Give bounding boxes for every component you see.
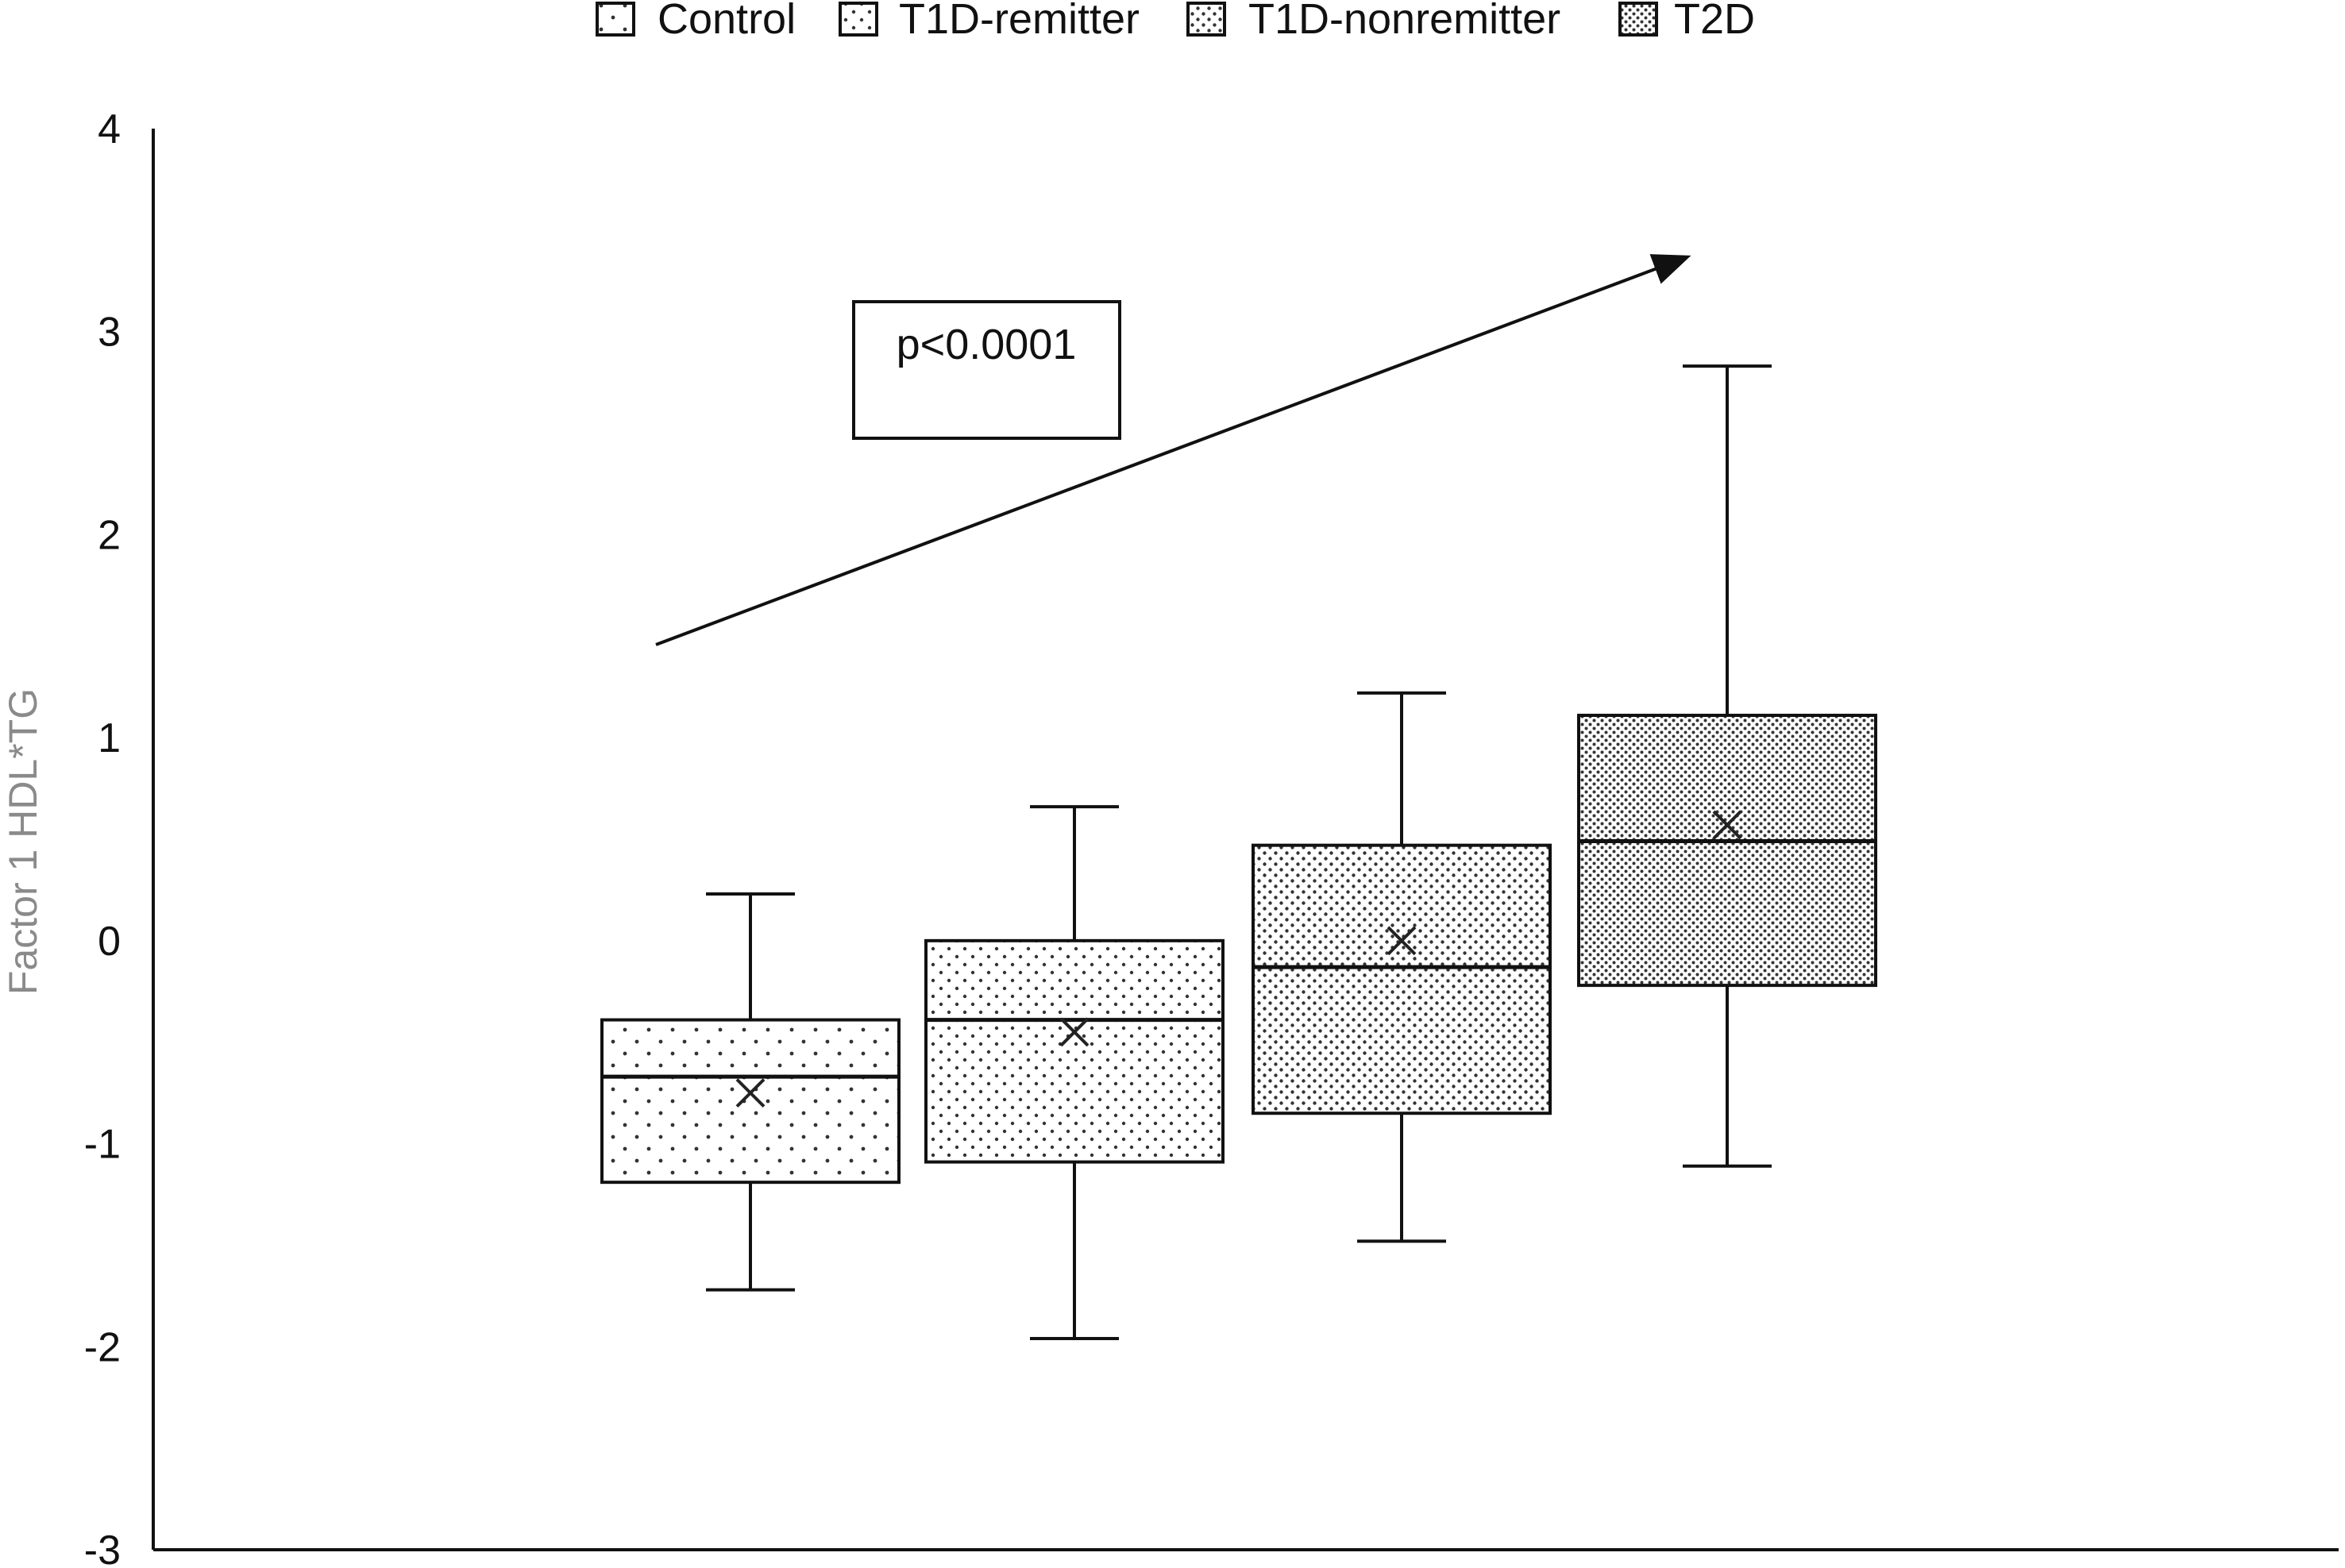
box-iqr xyxy=(600,1018,901,1185)
legend-swatch xyxy=(1186,2,1226,37)
y-tick-label: 2 xyxy=(98,512,121,558)
box-iqr xyxy=(924,938,1225,1164)
p-value-label: p<0.0001 xyxy=(897,321,1077,368)
y-tick-label: -2 xyxy=(84,1324,121,1370)
y-tick-label: 0 xyxy=(98,919,121,965)
box-t1d-remitter xyxy=(924,805,1225,1341)
y-tick-label: 3 xyxy=(98,310,121,356)
axes: 4 3 2 1 0 -1 -2 -3 Factor 1 HDL*TG xyxy=(1,106,2339,1568)
mean-marker xyxy=(1712,810,1742,840)
y-tick-label: -3 xyxy=(84,1528,121,1568)
y-axis-label: Factor 1 HDL*TG xyxy=(1,688,45,995)
legend-label: Control xyxy=(658,0,796,43)
legend-swatch xyxy=(1618,2,1658,37)
annotations: p<0.0001 xyxy=(655,254,1691,646)
y-tick-label: 1 xyxy=(98,715,121,761)
legend-swatch xyxy=(596,2,635,37)
box-t1d-nonremitter xyxy=(1252,691,1552,1243)
trend-arrow xyxy=(655,254,1691,646)
p-value-box xyxy=(852,300,1121,440)
mean-marker xyxy=(735,1078,766,1108)
y-tick-label: 4 xyxy=(98,106,121,152)
legend-label: T1D-nonremitter xyxy=(1248,0,1560,43)
legend-label: T2D xyxy=(1674,0,1755,43)
box-t2d xyxy=(1577,364,1877,1168)
box-iqr xyxy=(1577,714,1877,988)
box-series xyxy=(600,364,1877,1341)
legend-label: T1D-remitter xyxy=(899,0,1140,43)
legend-swatch xyxy=(839,2,878,37)
legend: Control T1D-remitter T1D-nonremitter T2D xyxy=(596,0,1755,43)
mean-marker xyxy=(1387,926,1417,956)
y-tick-label: -1 xyxy=(84,1122,121,1168)
box-iqr xyxy=(1252,843,1552,1115)
box-control xyxy=(600,892,901,1292)
mean-marker xyxy=(1059,1017,1090,1047)
